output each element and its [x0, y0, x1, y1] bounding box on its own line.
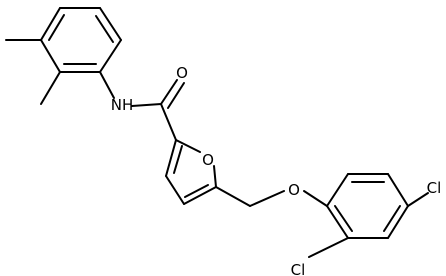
chlorine-lower-label: Cl	[291, 261, 306, 276]
atom-labels: NH O O O Cl Cl	[111, 64, 442, 276]
bonds	[5, 7, 429, 258]
furan-oxygen-label: O	[202, 151, 214, 169]
bond	[407, 192, 429, 207]
bond	[160, 103, 177, 141]
bond	[99, 39, 122, 73]
bond	[175, 139, 201, 153]
bond	[160, 79, 178, 105]
bond	[213, 165, 217, 188]
chlorine-lower-atom: Cl	[291, 261, 306, 276]
bond	[334, 205, 353, 232]
bond	[383, 205, 401, 232]
bond	[165, 139, 177, 177]
bond	[215, 186, 251, 207]
nh-atom: NH	[111, 96, 134, 114]
ether-oxygen-label: O	[288, 181, 300, 199]
chlorine-upper-label: Cl	[427, 179, 442, 197]
ether-oxygen-atom: O	[288, 181, 300, 199]
furan-oxygen-atom: O	[202, 151, 214, 169]
bond	[326, 173, 349, 207]
bond	[40, 71, 61, 105]
bond	[99, 7, 122, 41]
bond	[308, 237, 349, 258]
carbonyl-oxygen-label: O	[176, 64, 188, 82]
bond	[40, 7, 61, 41]
bond	[184, 184, 209, 198]
bond	[326, 205, 349, 239]
bond	[387, 205, 409, 239]
bond	[40, 39, 61, 73]
carbonyl-oxygen-atom: O	[176, 64, 188, 82]
bond	[249, 190, 285, 207]
bond	[173, 145, 183, 174]
bond	[95, 15, 114, 43]
bond	[303, 190, 328, 207]
bond	[387, 173, 409, 207]
bond	[48, 14, 65, 41]
bond	[165, 175, 185, 205]
nh-label: NH	[111, 96, 134, 114]
bond	[167, 82, 185, 109]
bond	[183, 186, 217, 205]
bond	[131, 103, 162, 107]
bond	[99, 71, 115, 99]
chlorine-upper-atom: Cl	[427, 179, 442, 197]
